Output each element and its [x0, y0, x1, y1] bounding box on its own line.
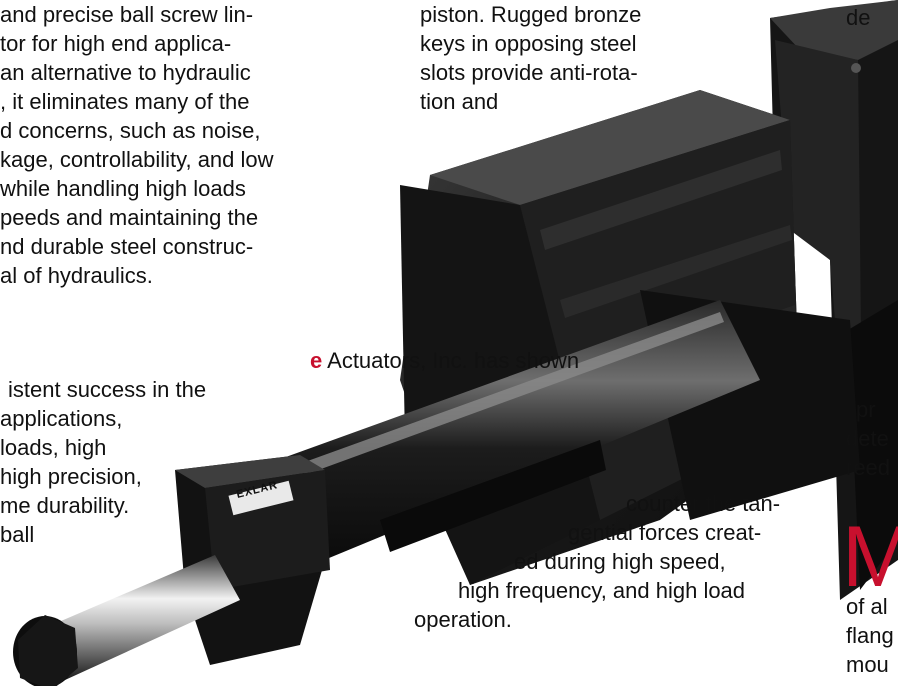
text-line: tor for high end applica-	[0, 31, 232, 56]
text-line: tion and	[420, 89, 499, 114]
text-line: , it eliminates many of the	[0, 89, 250, 114]
text-line: ball	[0, 522, 35, 547]
continuation-para: counter the tan- gential forces creat- e…	[0, 489, 898, 634]
text-line: peeds and maintaining the	[0, 205, 259, 230]
text-line: high precision,	[0, 464, 142, 489]
text-line: flang	[846, 623, 894, 648]
text-line: and precise ball screw lin-	[0, 2, 254, 27]
front-end-block	[175, 455, 330, 665]
text-line: nd durable steel construc-	[0, 234, 254, 259]
middle-column: piston. Rugged bronze keys in opposing s…	[420, 0, 641, 116]
text-line: ed during high speed,	[514, 549, 726, 574]
left-column-para2: e Actuators, Inc. has shown	[310, 346, 579, 375]
left-column-para1: and precise ball screw lin- tor for high…	[0, 0, 274, 290]
drop-cap: M	[842, 509, 898, 605]
right-fragments: pr dete reed	[846, 395, 890, 482]
rod-end	[13, 615, 78, 686]
text-line: kage, controllability, and low	[0, 147, 274, 172]
text-line: d concerns, such as noise,	[0, 118, 261, 143]
text-line: pr	[856, 397, 876, 422]
text-line: keys in opposing steel	[420, 31, 637, 56]
text-line: dete	[846, 426, 889, 451]
text-line: mou	[846, 652, 889, 677]
text-line: an alternative to hydraulic	[0, 60, 251, 85]
right-fragment-top: de	[846, 5, 871, 30]
text-line: gential forces creat-	[568, 520, 762, 545]
text-line: slots provide anti-rota-	[420, 60, 638, 85]
text-line: while handling high loads	[0, 176, 246, 201]
text-line: al of hydraulics.	[0, 263, 153, 288]
text-line: reed	[846, 455, 891, 480]
text-line: high frequency, and high load	[458, 578, 746, 603]
left-column-para2-lines: istent success in the applications, load…	[0, 375, 330, 549]
text-line: loads, high	[0, 435, 107, 460]
text-line: counter the tan-	[626, 491, 781, 516]
text-line: piston. Rugged bronze	[420, 2, 642, 27]
text-line: istent success in the	[8, 377, 207, 402]
piston-rod	[40, 555, 240, 680]
dropcap-lines: of al flang mou	[846, 592, 894, 679]
text-line: me durability.	[0, 493, 130, 518]
actuator-tube	[250, 300, 760, 570]
brand-accent-letter: e	[310, 348, 323, 373]
text-line: operation.	[414, 607, 512, 632]
text-line: e Actuators, Inc. has shown	[310, 348, 580, 373]
text-line: applications,	[0, 406, 123, 431]
text-line: of al	[846, 594, 888, 619]
